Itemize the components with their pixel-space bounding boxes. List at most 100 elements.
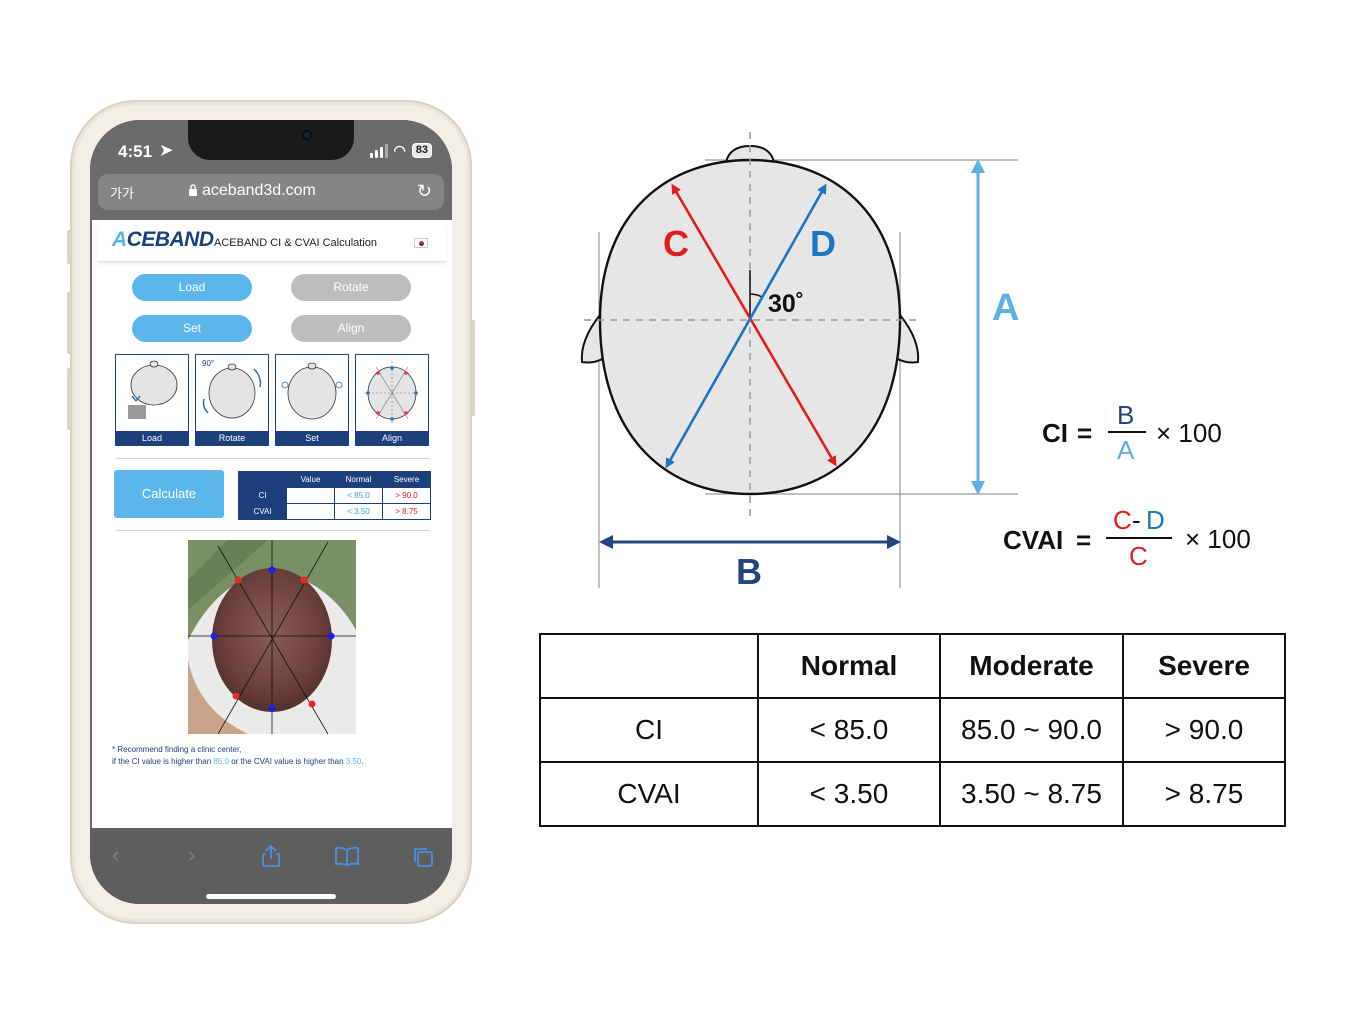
label-b: B [736,551,762,592]
cvai-numerator-d: D [1146,505,1165,535]
severity-table: Normal Moderate Severe CI < 85.0 85.0 ~ … [539,633,1286,827]
cvai-formula-equals: = [1076,525,1092,555]
ci-fraction-bar [1108,431,1146,433]
right-ear-shape [894,312,920,364]
step-caption: Align [356,431,428,445]
forward-icon[interactable]: › [188,842,196,867]
cvai-multiplier: × 100 [1185,524,1251,554]
ci-formula-name: CI [1042,418,1068,448]
normal-cell: < 85.0 [334,487,383,504]
site-header: ACEBAND ACEBAND CI & CVAI Calculation [98,224,446,262]
cvai-fraction-bar [1106,537,1172,539]
phone-frame: 4:51 ➤ ◠ 83 가가 aceband3d.com ↻ ACEBAND A… [67,100,475,924]
ci-formula-equals: = [1077,418,1093,448]
head-measurement-diagram: C D 30˚ A B [580,132,1019,592]
moderate-cell: 3.50 ~ 8.75 [939,761,1124,827]
table-header: Severe [1122,633,1286,699]
battery-icon: 83 [411,143,432,158]
table-header-row: Value Normal Severe [238,471,431,488]
browser-toolbar: ‹ › [90,828,452,904]
status-bar: 4:51 ➤ ◠ 83 [90,142,452,166]
share-icon[interactable] [260,844,282,868]
table-row: CVAI < 3.50 > 8.75 [238,503,431,520]
address-bar[interactable]: 가가 aceband3d.com ↻ [98,174,444,210]
row-label: CI [238,487,287,504]
head-align-icon [364,361,420,425]
phone-volume-down [67,368,71,430]
table-header [539,633,759,699]
korea-flag-icon[interactable] [414,238,428,248]
head-rotate-icon [202,363,262,419]
text-size-button[interactable]: 가가 [110,186,134,201]
tabs-icon[interactable] [412,846,434,868]
step-load: Load [115,354,189,446]
table-header: Normal [334,471,383,488]
normal-cell: < 3.50 [757,761,941,827]
step-align: Align [355,354,429,446]
url-text[interactable]: aceband3d.com [202,182,316,199]
table-header: Value [286,471,335,488]
head-thumb-icon [128,360,178,419]
ci-denominator: A [1117,435,1135,465]
bookmarks-icon[interactable] [334,846,360,866]
severe-cell: > 8.75 [1122,761,1286,827]
ci-numerator: B [1117,400,1135,430]
table-header: Severe [382,471,431,488]
label-a: A [992,287,1019,329]
back-icon[interactable]: ‹ [112,842,120,867]
step-caption: Rotate [196,431,268,445]
step-set: Set [275,354,349,446]
severe-cell: > 90.0 [1122,697,1286,763]
phone-bezel: 4:51 ➤ ◠ 83 가가 aceband3d.com ↻ ACEBAND A… [90,120,452,904]
moderate-cell: 85.0 ~ 90.0 [939,697,1124,763]
cvai-formula-name: CVAI [1003,525,1064,555]
row-label: CVAI [539,761,759,827]
notch [188,120,354,160]
calculate-button[interactable]: Calculate [114,470,224,518]
cvai-denominator: C [1129,541,1148,571]
diagonal-d-arrow [665,183,827,469]
table-header [238,471,287,488]
wifi-icon: ◠ [393,142,406,158]
row-label: CVAI [238,503,287,520]
clinic-note: * Recommend finding a clinic center, if … [112,744,364,768]
cvai-numerator-minus: - [1132,505,1141,535]
location-arrow-icon: ➤ [160,142,173,159]
step-rotate: 90° Rotate [195,354,269,446]
load-button[interactable]: Load [132,274,252,301]
table-row: CVAI < 3.50 3.50 ~ 8.75 > 8.75 [539,761,1286,827]
table-header-row: Normal Moderate Severe [539,633,1286,699]
step-caption: Load [116,431,188,445]
cvai-numerator-c: C [1113,505,1132,535]
normal-cell: < 85.0 [757,697,941,763]
left-ear-shape [580,312,606,364]
note-line-1: * Recommend finding a clinic center, [112,745,242,754]
cvai-value-cell [286,503,335,520]
note-line-2: if the CI value is higher than 85.0 or t… [112,757,364,766]
divider [116,530,430,531]
lock-icon [189,184,197,196]
step-caption: Set [276,431,348,445]
home-indicator[interactable] [206,894,336,899]
table-row: CI < 85.0 85.0 ~ 90.0 > 90.0 [539,697,1286,763]
head-photo[interactable] [188,540,356,734]
status-time: 4:51 [118,142,153,161]
phone-mute-switch [67,230,71,264]
head-set-icon [281,362,343,420]
divider [116,458,430,459]
ci-multiplier: × 100 [1156,418,1222,448]
rotate-button[interactable]: Rotate [291,274,411,301]
camera-icon [302,130,312,140]
aceband-logo[interactable]: ACEBAND [112,228,214,251]
phone-volume-up [67,292,71,354]
table-row: CI < 85.0 > 90.0 [238,487,431,504]
table-header: Normal [757,633,941,699]
reload-icon[interactable]: ↻ [416,181,432,201]
severe-cell: > 8.75 [382,503,431,520]
align-button[interactable]: Align [291,315,411,342]
phone-power-button [471,320,475,416]
web-content: ACEBAND ACEBAND CI & CVAI Calculation Lo… [92,220,452,828]
angle-label: 30˚ [768,290,804,318]
label-c: C [663,223,689,264]
set-button[interactable]: Set [132,315,252,342]
